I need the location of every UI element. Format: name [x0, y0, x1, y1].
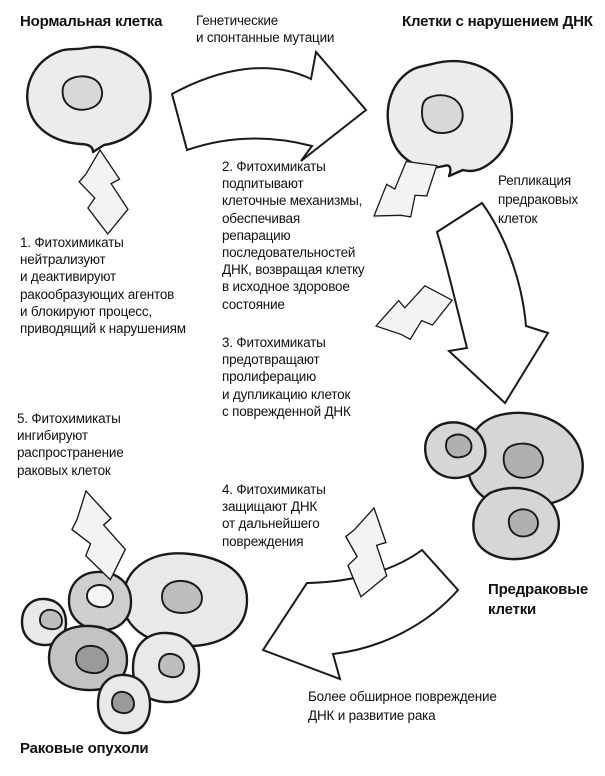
cancer-tumors-group — [20, 552, 249, 735]
precancerous-cells-group — [424, 411, 584, 561]
step-1-text: 1. Фитохимикаты нейтрализуют и деактивир… — [20, 235, 186, 337]
mutations-label: Генетические и спонтанные мутации — [196, 13, 335, 46]
damaged-cell-nucleus — [421, 94, 464, 134]
step-5-text: 5. Фитохимикаты ингибируют распространен… — [17, 411, 124, 478]
cancer-cell-nucleus — [86, 584, 114, 609]
cancer-tumors-title: Раковые опухоли — [20, 740, 149, 757]
step-4-text: 4. Фитохимикаты защищают ДНК от дальнейш… — [222, 482, 326, 549]
lightning-bolt-icon — [74, 147, 134, 237]
step-3-text: 3. Фитохимикаты предотвращают пролиферац… — [222, 335, 351, 419]
precancerous-cell-nucleus — [507, 508, 539, 538]
cancer-cell-nucleus — [39, 608, 63, 631]
cancer-cell-nucleus — [75, 644, 109, 675]
cancer-cell-nucleus — [161, 579, 203, 614]
cancer-cell-nucleus — [111, 690, 135, 715]
damaged-cells-title: Клетки с нарушением ДНК — [402, 13, 593, 30]
replication-label: Репликация предраковых клеток — [498, 173, 578, 226]
precancerous-cell-nucleus — [445, 433, 473, 459]
step-2-text: 2. Фитохимикаты подпитывают клеточные ме… — [222, 159, 365, 312]
lightning-bolt-icon — [370, 281, 458, 345]
precancerous-cell-nucleus — [502, 442, 544, 479]
replication-arrow — [435, 201, 550, 405]
normal-cell-title: Нормальная клетка — [20, 13, 163, 30]
cancer-cell-nucleus — [158, 652, 185, 679]
damage-development-label: Более обширное повреждение ДНК и развити… — [308, 689, 497, 723]
precancerous-cells-title: Предраковые клетки — [488, 581, 588, 618]
progression-arrow — [261, 548, 460, 681]
lightning-bolt-icon — [67, 486, 130, 584]
normal-cell-nucleus — [61, 75, 104, 111]
mutation-arrow — [170, 49, 368, 162]
